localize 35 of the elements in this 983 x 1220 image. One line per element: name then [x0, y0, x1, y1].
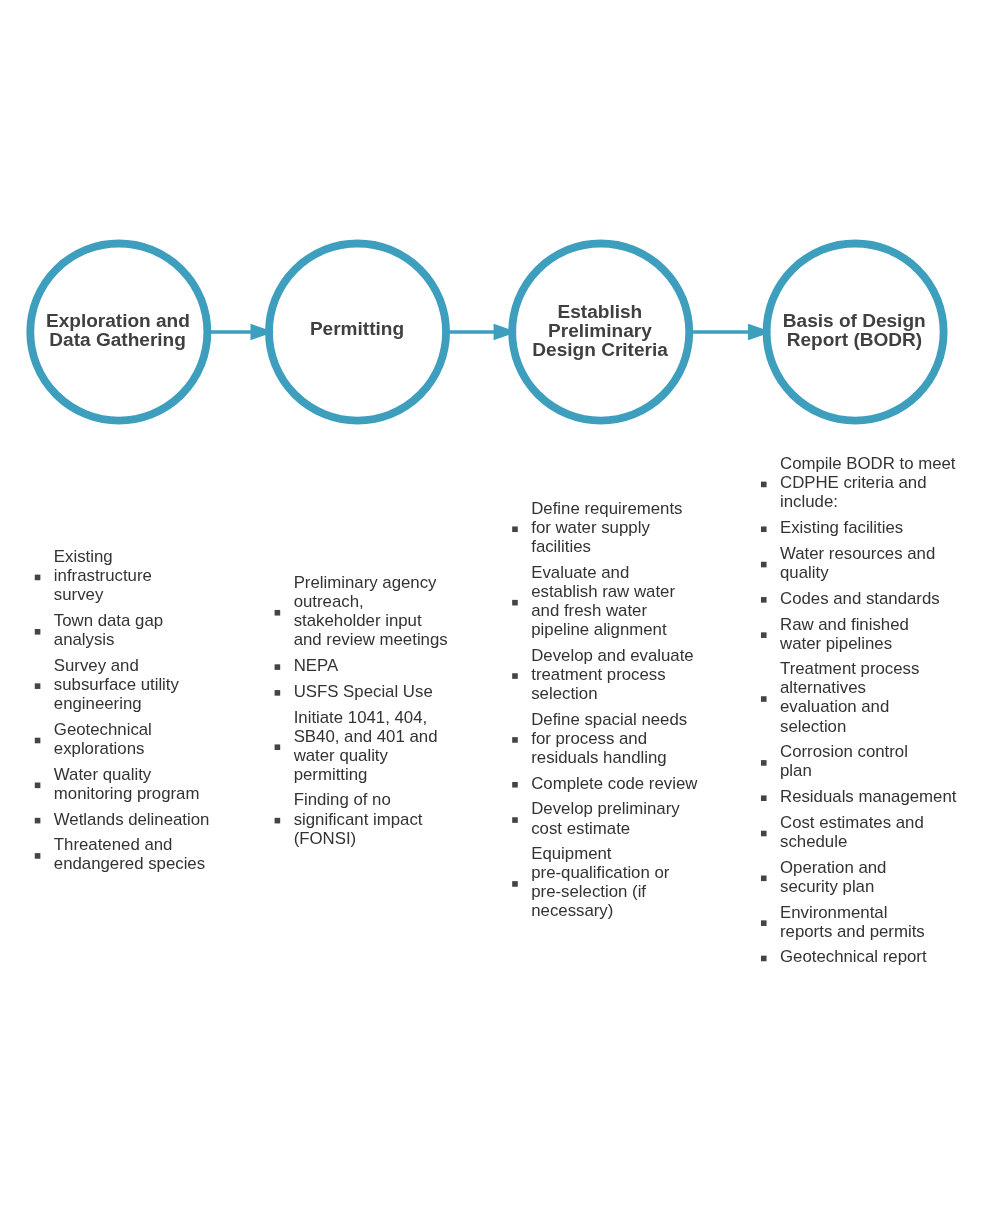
node-label: Operation and security plan: [779, 857, 886, 896]
node-label: Preliminary agency outreach, stakeholder input and review meetings: [293, 572, 448, 649]
node-label: Environmental reports and permits: [779, 902, 925, 941]
node-label: Raw and finished water pipelines: [779, 614, 909, 653]
node-label: Finding of no significant impact (FONSI): [293, 789, 422, 848]
node-label: Develop preliminary cost estimate: [530, 798, 680, 838]
node-circle: Establish Preliminary Design Criteria: [507, 239, 693, 424]
node-label: Residuals management: [779, 786, 956, 806]
node-label: NEPA: [293, 655, 338, 675]
node-label: Evaluate and establish raw water and fresh water pipeline alignment: [530, 562, 675, 639]
node-label: USFS Special Use: [293, 681, 433, 701]
node-label: Water resources and quality: [779, 543, 935, 582]
node-label: Threatened and endangered species: [53, 834, 205, 873]
node-label: Develop and evaluate treatment process selection: [530, 645, 694, 703]
node-label: Codes and standards: [779, 588, 940, 608]
node-label: Define spacial needs for process and residuals handling: [530, 709, 687, 767]
node-label: Survey and subsurface utility engineering: [53, 655, 179, 713]
node-label: Initiate 1041, 404, SB40, and 401 and water quality permitting: [293, 707, 437, 784]
node-label: Geotechnical explorations: [53, 719, 152, 758]
node-label: Treatment process alternatives evaluation and selection: [779, 658, 919, 736]
node-label: Water quality monitoring program: [53, 764, 199, 803]
node-label: Existing facilities: [779, 517, 903, 537]
node-label: Equipment pre-qualification or pre-selection (if necessary): [530, 843, 669, 920]
node-label: Town data gap analysis: [53, 610, 163, 649]
node-circle: Permitting: [264, 239, 450, 424]
node-circle: Exploration and Data Gathering: [25, 239, 211, 424]
node-circle: Basis of Design Report (BODR): [762, 239, 948, 424]
node-label: Compile BODR to meet CDPHE criteria and include:: [779, 453, 956, 511]
node-label: Geotechnical report: [779, 946, 927, 966]
node-label: Define requirements for water supply facilities: [530, 498, 682, 556]
node-label: Corrosion control plan: [779, 741, 908, 780]
node-label: Wetlands delineation: [53, 809, 209, 829]
node-label: Existing infrastructure survey: [53, 546, 152, 604]
node-label: Complete code review: [530, 773, 697, 793]
node-label: Cost estimates and schedule: [779, 812, 924, 851]
